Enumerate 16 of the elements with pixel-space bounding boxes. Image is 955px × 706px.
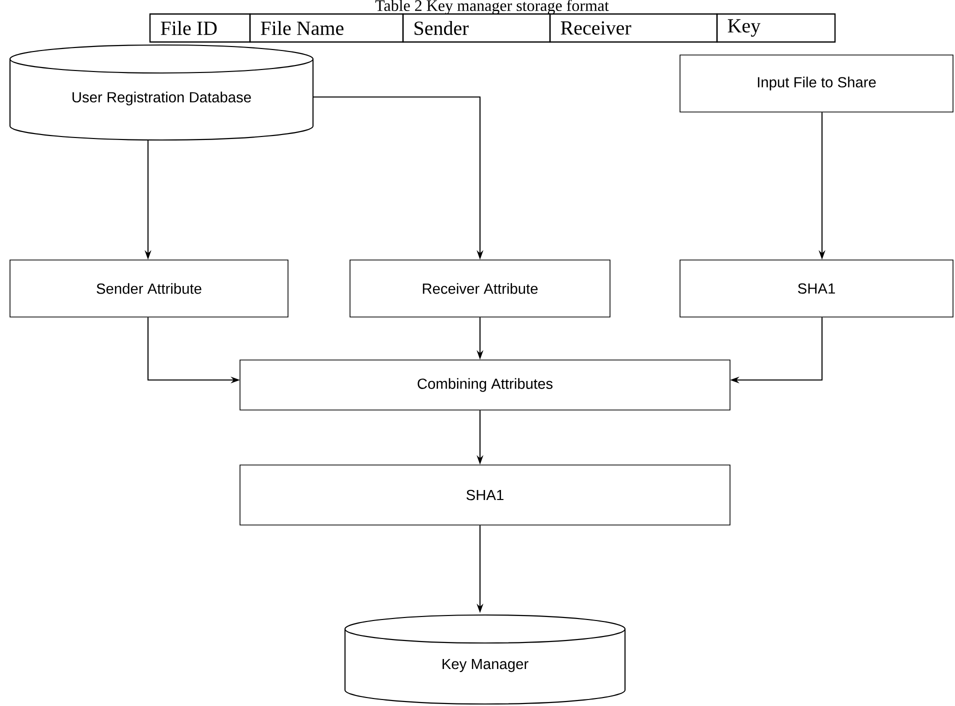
process-box: Sender Attribute <box>10 260 288 318</box>
table-caption: Table 2 Key manager storage format <box>375 0 609 14</box>
table-cell: Sender <box>402 13 551 43</box>
process-box: SHA1 <box>240 464 730 526</box>
table-cell: File Name <box>249 13 404 43</box>
database-cylinder: User Registration Database <box>9 44 314 141</box>
process-box: Receiver Attribute <box>350 260 610 318</box>
process-box: Input File to Share <box>680 54 954 112</box>
database-cylinder: Key Manager <box>344 614 626 705</box>
process-box: Combining Attributes <box>240 360 730 410</box>
table-cell: Key <box>716 13 836 43</box>
node-label: Key Manager <box>442 658 528 672</box>
table-cell: File ID <box>149 13 251 43</box>
node-label: User Registration Database <box>72 92 251 106</box>
table-cell: Receiver <box>549 13 718 43</box>
process-box: SHA1 <box>680 260 954 318</box>
